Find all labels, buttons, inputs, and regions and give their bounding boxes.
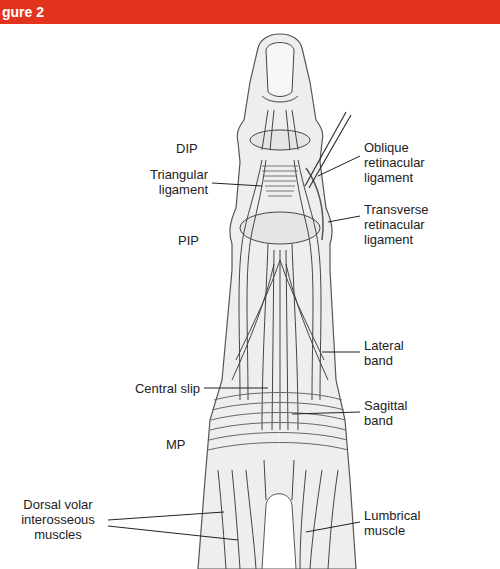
part-label: Central slip: [96, 381, 200, 396]
part-label: Dorsal volar interosseous muscles: [10, 497, 106, 542]
part-label: Transverse retinacular ligament: [364, 202, 464, 247]
part-label: Oblique retinacular ligament: [364, 140, 464, 185]
figure-title: gure 2: [2, 4, 44, 20]
part-label: Triangular ligament: [118, 167, 208, 197]
part-label: DIP: [176, 141, 218, 156]
part-label: Sagittal band: [364, 398, 434, 428]
part-label: Lateral band: [364, 338, 434, 368]
part-label: Lumbrical muscle: [364, 508, 454, 538]
part-label: PIP: [178, 233, 220, 248]
title-bar: [0, 0, 500, 24]
part-label: MP: [166, 437, 202, 452]
